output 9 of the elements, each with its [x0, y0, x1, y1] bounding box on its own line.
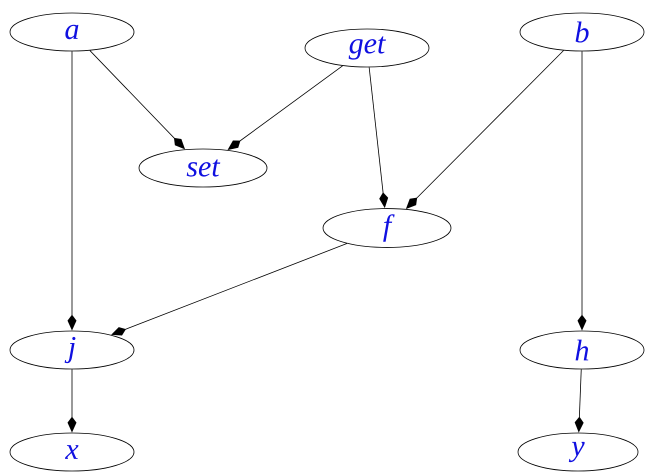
ellipse-node: get [304, 28, 430, 68]
ellipse-node: f [322, 208, 452, 248]
ellipse-node: h [520, 330, 644, 370]
ellipse-node: j [10, 330, 134, 370]
ellipse-node: b [520, 12, 644, 52]
ellipse-node: y [518, 432, 638, 472]
ellipse-node: a [10, 12, 134, 52]
ellipse-node: set [138, 148, 268, 188]
ellipse-node: x [10, 432, 134, 472]
